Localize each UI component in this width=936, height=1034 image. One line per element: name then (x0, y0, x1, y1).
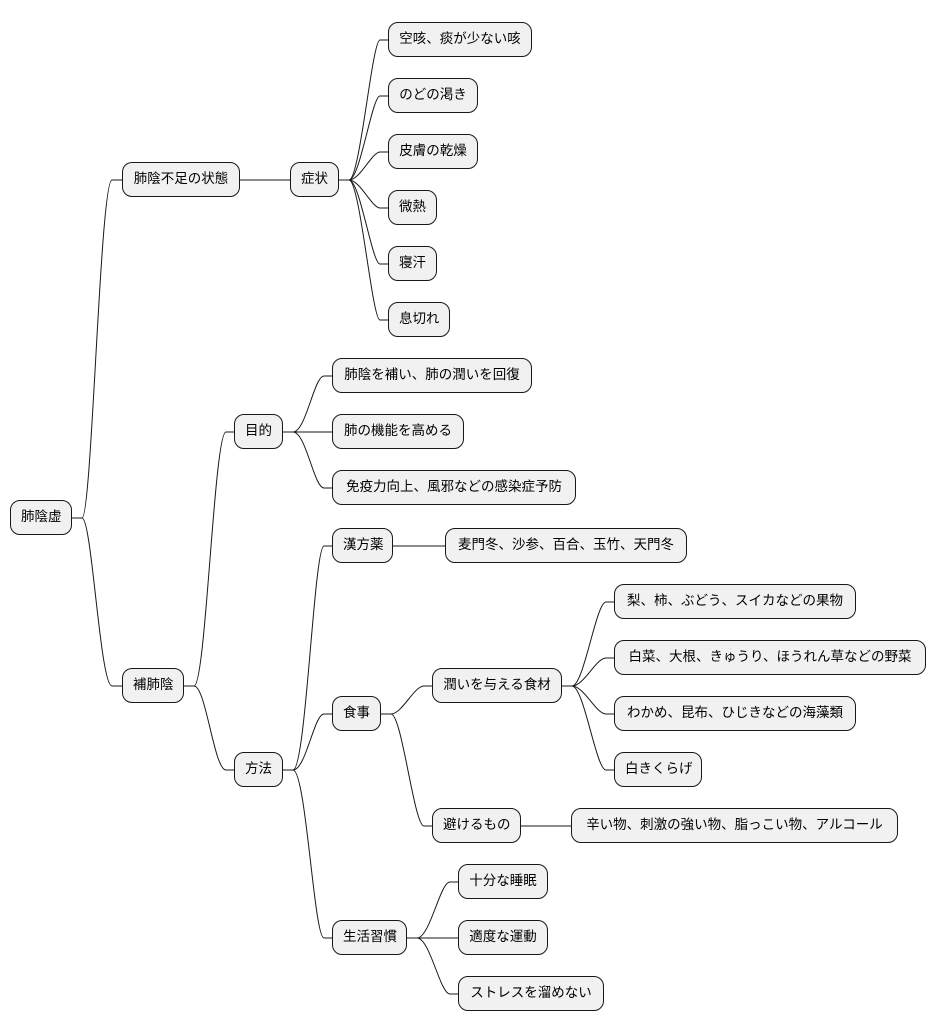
node-method: 方法 (234, 752, 283, 787)
edge-moist-1 (562, 601, 614, 687)
node-diet: 食事 (332, 696, 381, 731)
node-purpose-1: 肺陰を補い、肺の潤いを回復 (332, 358, 532, 393)
node-symptom-1: 空咳、痰が少ない咳 (388, 22, 532, 57)
node-symptoms: 症状 (290, 162, 339, 197)
node-herbal-detail: 麦門冬、沙参、百合、玉竹、天門冬 (445, 528, 687, 563)
node-herbal: 漢方薬 (332, 528, 393, 563)
node-moist-2: 白菜、大根、きゅうり、ほうれん草などの野菜 (614, 640, 926, 675)
edge-purpose-1 (283, 375, 332, 433)
node-moist-1: 梨、柿、ぶどう、スイカなどの果物 (614, 584, 856, 619)
node-purpose-2: 肺の機能を高める (332, 414, 464, 449)
node-purpose: 目的 (234, 414, 283, 449)
edge-symptoms-4 (339, 179, 388, 209)
node-lifestyle-2: 適度な運動 (458, 920, 548, 955)
node-avoid: 避けるもの (432, 808, 521, 843)
node-symptom-5: 寝汗 (388, 246, 437, 281)
node-symptom-3: 皮膚の乾燥 (388, 134, 478, 169)
edge-moist-3 (562, 685, 614, 715)
node-moist-foods: 潤いを与える食材 (432, 668, 562, 703)
node-symptom-6: 息切れ (388, 302, 450, 337)
edge-tonify-purpose (184, 431, 234, 687)
edge-method-herbal (283, 545, 332, 771)
edge-method-diet (283, 713, 332, 771)
edge-root-tonify (72, 517, 122, 687)
edge-method-lifestyle (283, 769, 332, 939)
edge-diet-moist (381, 685, 432, 715)
edge-symptoms-6 (339, 179, 388, 321)
node-tonify: 補肺陰 (122, 668, 184, 703)
edge-purpose-3 (283, 431, 332, 489)
edge-moist-4 (562, 685, 614, 771)
node-purpose-3: 免疫力向上、風邪などの感染症予防 (332, 470, 576, 505)
edge-symptoms-3 (339, 151, 388, 181)
edge-lifestyle-1 (407, 881, 458, 939)
node-moist-4: 白きくらげ (614, 752, 702, 787)
node-moist-3: わかめ、昆布、ひじきなどの海藻類 (614, 696, 856, 731)
edge-symptoms-2 (339, 95, 388, 181)
edge-symptoms-5 (339, 179, 388, 265)
edge-symptoms-1 (339, 39, 388, 181)
node-symptom-4: 微熱 (388, 190, 437, 225)
node-lifestyle: 生活習慣 (332, 920, 407, 955)
edge-moist-2 (562, 657, 614, 687)
node-state: 肺陰不足の状態 (122, 162, 240, 197)
node-lifestyle-3: ストレスを溜めない (458, 976, 604, 1011)
root-node: 肺陰虚 (10, 500, 72, 535)
edge-root-state (72, 179, 122, 519)
node-lifestyle-1: 十分な睡眠 (458, 864, 548, 899)
node-symptom-2: のどの渇き (388, 78, 478, 113)
edge-diet-avoid (381, 713, 432, 827)
edge-tonify-method (184, 685, 234, 771)
node-avoid-detail: 辛い物、刺激の強い物、脂っこい物、アルコール (571, 808, 898, 843)
edge-lifestyle-3 (407, 937, 458, 995)
